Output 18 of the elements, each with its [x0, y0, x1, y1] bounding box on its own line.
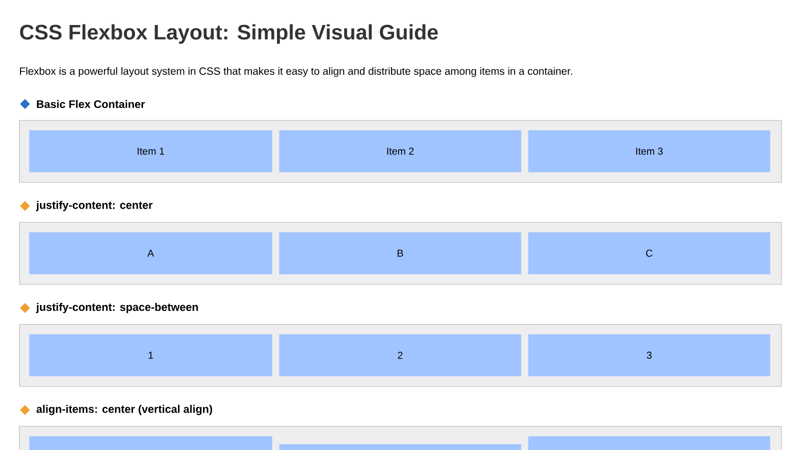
flex-item: A	[29, 232, 272, 274]
flex-item	[279, 444, 522, 450]
section-heading: align-items: center (vertical align)	[36, 404, 212, 416]
section-heading: Basic Flex Container	[36, 100, 145, 108]
flex-item	[528, 436, 770, 450]
flex-item: 2	[279, 334, 522, 376]
flex-item: Item 2	[279, 130, 522, 172]
page-title: CSS Flexbox Layout: Simple Visual Guide	[20, 24, 438, 44]
intro-text: Flexbox is a powerful layout system in CSS that makes it easy to align and distribute space among items in a container.	[20, 67, 572, 77]
flex-item: Item 1	[29, 130, 272, 172]
flex-item: 1	[29, 334, 272, 376]
flex-item: Item 3	[528, 130, 770, 172]
section-heading: justify-content: center	[36, 200, 153, 212]
section-heading: justify-content: space-between	[36, 302, 198, 314]
flex-item: B	[279, 232, 522, 274]
flex-item: 3	[528, 334, 770, 376]
flex-item	[29, 436, 272, 450]
flex-item: C	[528, 232, 770, 274]
